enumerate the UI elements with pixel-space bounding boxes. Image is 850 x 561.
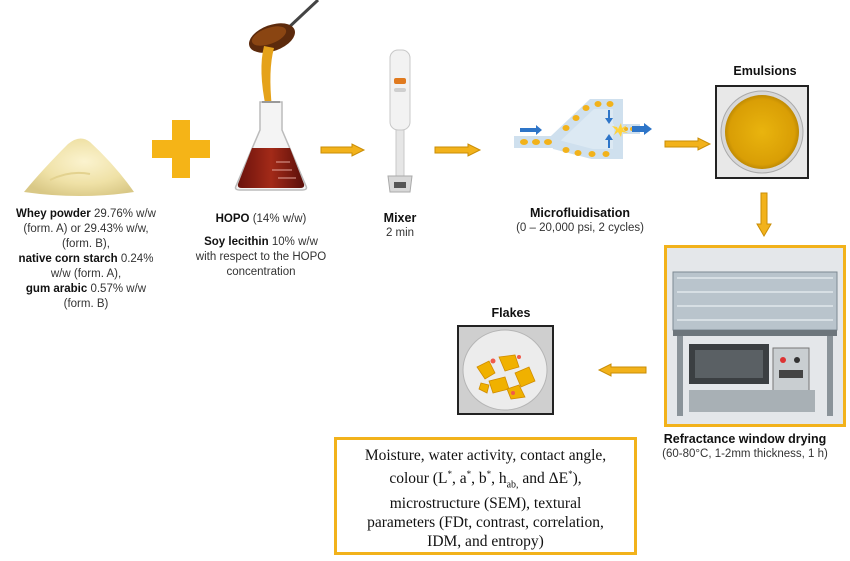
arrow-down xyxy=(756,192,772,238)
mixer-title: Mixer xyxy=(383,211,417,225)
colour-a: , a xyxy=(451,470,467,488)
microfluidiser-diagram xyxy=(514,90,654,170)
sup-b: * xyxy=(486,469,492,479)
starch-form: w/w (form. A), xyxy=(50,268,122,280)
analysis-box: Moisture, water activity, contact angle,… xyxy=(334,437,637,555)
emulsions-title: Emulsions xyxy=(733,64,797,78)
sup-a: * xyxy=(466,469,472,479)
gum-arabic-name: gum arabic xyxy=(25,283,88,295)
flakes-title: Flakes xyxy=(491,306,531,320)
microfluidisation-label: Microfluidisation (0 – 20,000 psi, 2 cyc… xyxy=(490,206,670,236)
lecithin-amount: 10% w/w xyxy=(268,236,318,248)
drying-title: Refractance window drying xyxy=(663,432,827,446)
dryer-image xyxy=(664,245,846,427)
mixer-label: Mixer 2 min xyxy=(355,211,445,241)
analysis-line-2: colour (L*, a*, b*, hab, and ΔE*), xyxy=(345,465,626,494)
arrow-right-2 xyxy=(434,143,482,157)
whey-powder-amount-b: (form. A) or 29.43% w/w, xyxy=(23,223,149,235)
arrow-right-3 xyxy=(664,137,712,151)
sup-l: * xyxy=(447,469,452,479)
hand-mixer-image xyxy=(380,48,420,198)
sub-ab: ab, xyxy=(506,479,519,491)
colour-delta-e: and ΔE xyxy=(518,470,569,488)
gum-arabic-form: (form. B) xyxy=(63,298,109,310)
sup-e: * xyxy=(568,469,573,479)
spoon-image xyxy=(238,0,320,110)
lecithin-name: Soy lecithin xyxy=(204,236,269,248)
lecithin-detail: with respect to the HOPO xyxy=(195,251,327,263)
whey-powder-amount: 29.76% w/w xyxy=(90,208,156,220)
whey-powder-name: Whey powder xyxy=(16,208,91,220)
starch-name: native corn starch xyxy=(18,253,118,265)
drying-detail: (60-80°C, 1-2mm thickness, 1 h) xyxy=(662,448,828,460)
microfluidisation-title: Microfluidisation xyxy=(530,206,630,220)
mixer-detail: 2 min xyxy=(385,227,415,239)
starch-amount: 0.24% xyxy=(117,253,154,265)
erlenmeyer-flask-image xyxy=(232,100,310,192)
whey-powder-form-b: (form. B), xyxy=(62,238,110,250)
flakes-dish-image xyxy=(457,325,554,415)
colour-h: , h xyxy=(491,470,507,488)
lecithin-detail-2: concentration xyxy=(226,266,296,278)
analysis-line-1: Moisture, water activity, contact angle, xyxy=(364,447,607,464)
hopo-amount: (14% w/w) xyxy=(249,213,307,225)
colour-b: , b xyxy=(471,470,487,488)
plus-icon xyxy=(150,118,212,180)
analysis-line-3: microstructure (SEM), textural xyxy=(389,495,582,513)
analysis-line-4: parameters (FDt, contrast, correlation, xyxy=(367,514,604,532)
hopo-label: HOPO (14% w/w) Soy lecithin 10% w/w with… xyxy=(186,212,336,280)
drying-label: Refractance window drying (60-80°C, 1-2m… xyxy=(640,432,850,462)
microfluidisation-detail: (0 – 20,000 psi, 2 cycles) xyxy=(516,222,644,234)
colour-label: colour (L xyxy=(389,470,448,488)
ingredients-label: Whey powder 29.76% w/w (form. A) or 29.4… xyxy=(0,207,172,312)
emulsion-dish-image xyxy=(715,85,809,179)
gum-arabic-amount: 0.57% w/w xyxy=(87,283,147,295)
analysis-line-5: IDM, and entropy) xyxy=(427,533,544,551)
whey-powder-image xyxy=(20,130,138,198)
arrow-left xyxy=(597,363,647,377)
colour-end: ), xyxy=(572,470,582,488)
hopo-name: HOPO xyxy=(215,213,250,225)
arrow-right-1 xyxy=(320,143,366,157)
